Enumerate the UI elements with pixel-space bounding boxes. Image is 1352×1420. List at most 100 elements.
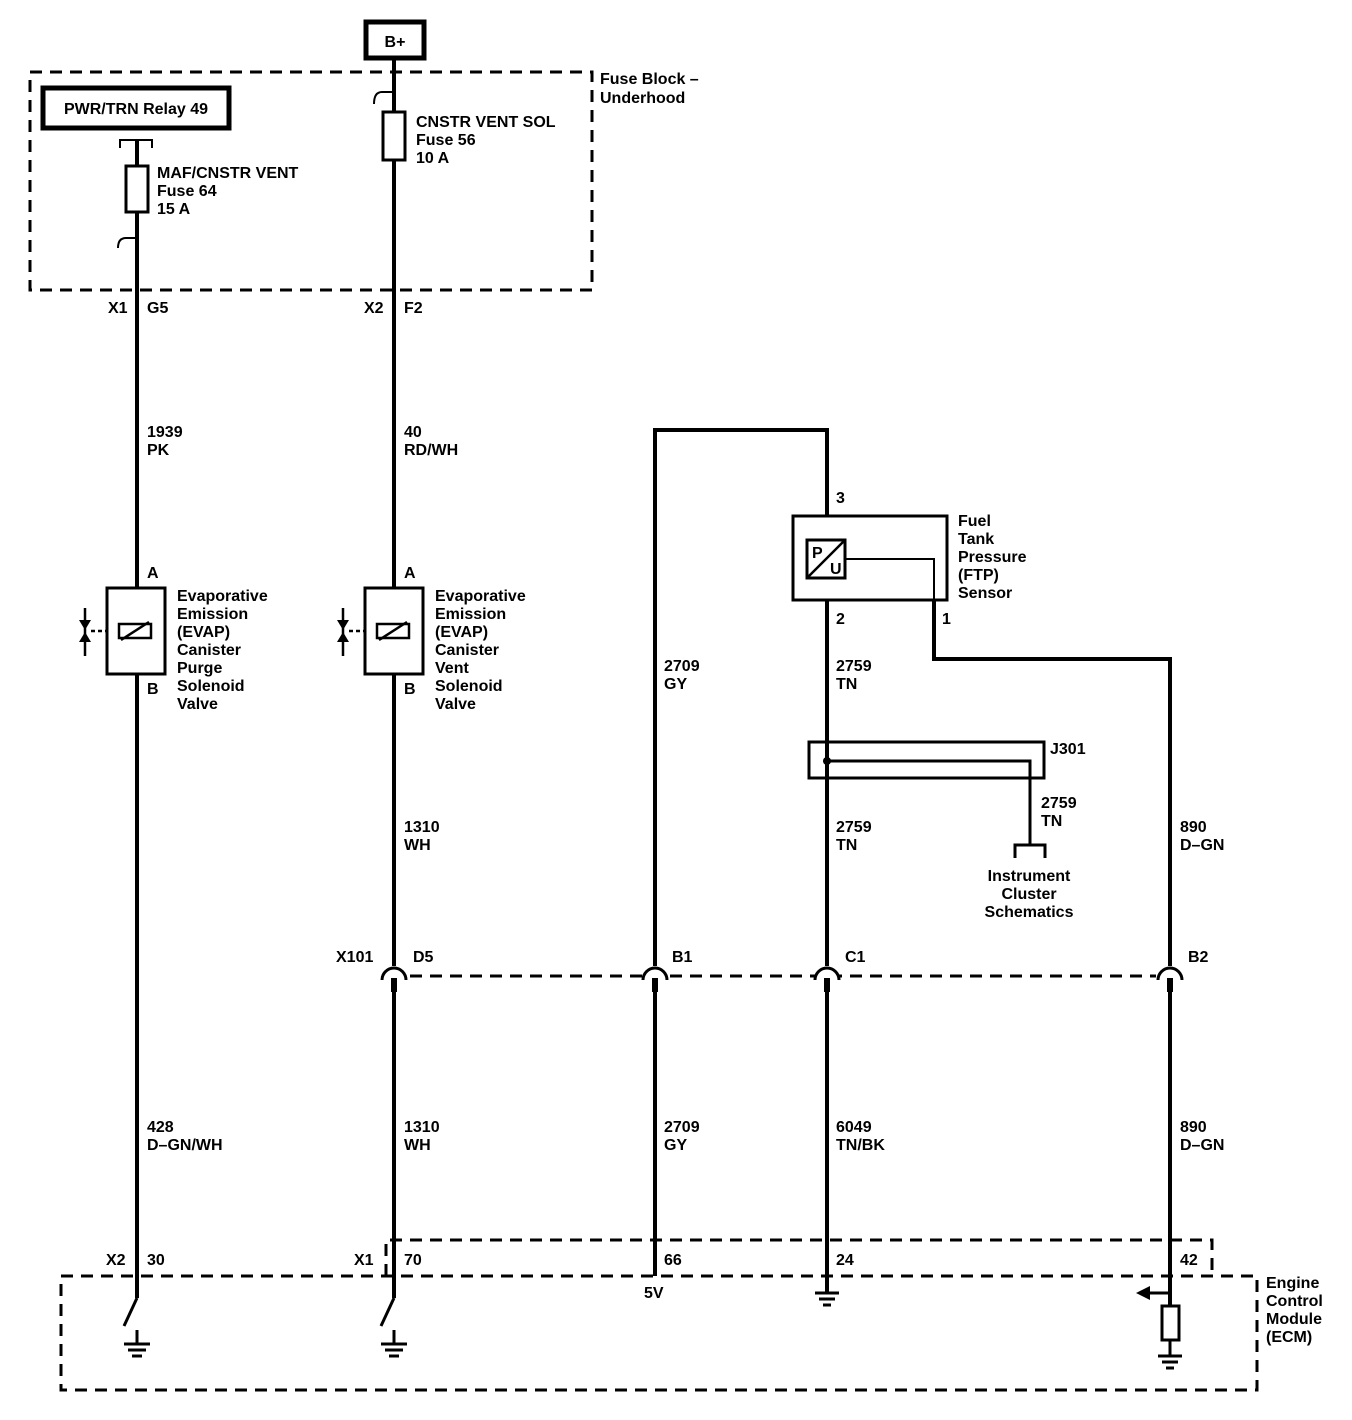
x101-d5-terminal-icon [380,966,408,981]
wire-890-upper-color: D–GN [1180,837,1224,854]
purge-valve-label-2: Emission [177,606,248,623]
wire-6049-color: TN/BK [836,1137,885,1154]
fuse-block-connector-x2: X2 [364,300,384,317]
ecm-pin-42: 42 [1180,1252,1198,1269]
vent-valve-pin-b: B [404,681,416,698]
vent-valve-label-4: Canister [435,642,499,659]
signal-arrow-icon [1136,1286,1150,1300]
wire-40-color: RD/WH [404,442,458,459]
purge-valve-label-3: (EVAP) [177,624,230,641]
wire-1310-upper-color: WH [404,837,431,854]
wire-2709-lower-color: GY [664,1137,687,1154]
fuse-block-label-line2: Underhood [600,90,685,107]
x101-pin-c1: C1 [845,949,866,966]
ecm-label-1: Engine [1266,1275,1319,1292]
fuse-56-symbol [381,110,407,162]
vent-valve-arrow-up-icon [337,632,349,642]
x101-pin-d5: D5 [413,949,434,966]
wire-1939-color: PK [147,442,170,459]
vent-valve-label-6: Solenoid [435,678,503,695]
relay-label: PWR/TRN Relay 49 [64,101,208,118]
ecm-pin-30: 30 [147,1252,165,1269]
fuse-block-connector-x1: X1 [108,300,128,317]
ftp-pin-2: 2 [836,611,845,628]
x101-label: X101 [336,949,373,966]
wire-2709-upper-circuit: 2709 [664,658,700,675]
purge-valve-pin-b: B [147,681,159,698]
fuse-64-rating: 15 A [157,201,191,218]
wire-2759-sensor-color: TN [836,676,857,693]
vent-valve-label-3: (EVAP) [435,624,488,641]
x101-c1-terminal-icon [813,966,841,981]
wire-2709-upper-color: GY [664,676,687,693]
vent-valve-label-2: Emission [435,606,506,623]
fuse-56-rating: 10 A [416,150,450,167]
ftp-label-5: Sensor [958,585,1012,602]
fuse-block-pin-f2: F2 [404,300,423,317]
ecm-connector-x2: X2 [106,1252,126,1269]
purge-valve-label-4: Canister [177,642,241,659]
wire-890-lower-color: D–GN [1180,1137,1224,1154]
wire-2759-splice-color: TN [836,837,857,854]
ftp-u-symbol: U [830,561,842,578]
fuse-64-symbol [124,164,150,214]
fuse-64-lower-terminal [117,237,137,249]
wire-40-circuit: 40 [404,424,422,441]
splice-j301-box [807,740,1046,780]
ecm-pin-66: 66 [664,1252,682,1269]
wire-1310-lower-color: WH [404,1137,431,1154]
ecm-connector-x1: X1 [354,1252,374,1269]
ecm-pull-resistor [1160,1304,1181,1342]
ecm-5v-reference: 5V [644,1285,664,1302]
splice-j301-label: J301 [1050,741,1086,758]
instrument-cluster-label-2: Cluster [1001,886,1056,903]
ecm-x1-connector-outline [384,1238,1214,1276]
vent-valve-label-7: Valve [435,696,476,713]
purge-valve-arrow-up-icon [79,632,91,642]
wire-890-upper-circuit: 890 [1180,819,1207,836]
wire-2759-splice-circuit: 2759 [836,819,872,836]
wire-2709-lower-circuit: 2709 [664,1119,700,1136]
x101-b1-terminal-icon [641,966,669,981]
vent-valve-pin-a: A [404,565,416,582]
purge-circuit: MAF/CNSTR VENT Fuse 64 15 A X1 G5 1939 P… [79,139,299,1358]
wire-428-color: D–GN/WH [147,1137,223,1154]
relay-box [40,85,232,131]
fuse-block-outline [28,70,594,292]
x101-pin-b1: B1 [672,949,693,966]
ecm-pin-24: 24 [836,1252,854,1269]
instrument-cluster-label-3: Schematics [985,904,1074,921]
ftp-label-3: Pressure [958,549,1027,566]
ecm-outline [59,1274,1259,1392]
ftp-pin-3: 3 [836,490,845,507]
wire-428-circuit: 428 [147,1119,174,1136]
fuse-64-name: MAF/CNSTR VENT [157,165,299,182]
wire-2759-cluster-color: TN [1041,813,1062,830]
purge-valve-pin-a: A [147,565,159,582]
ftp-label-4: (FTP) [958,567,999,584]
ecm-label-4: (ECM) [1266,1329,1312,1346]
wire-6049-circuit: 6049 [836,1119,872,1136]
instrument-cluster-connector [1013,843,1047,858]
instrument-cluster-label-1: Instrument [988,868,1071,885]
battery-positive-label: B+ [385,34,406,51]
fuse-block-label-line1: Fuse Block – [600,71,699,88]
wire-2759-sensor-circuit: 2759 [836,658,872,675]
fuse-block-pin-g5: G5 [147,300,168,317]
vent-valve-label-1: Evaporative [435,588,526,605]
ftp-sensor-circuit: 2709 GY 2709 GY 66 5V P U 3 2 1 Fuel Tan… [644,428,1224,1370]
purge-valve-label-7: Valve [177,696,218,713]
fuse-56-number: Fuse 56 [416,132,476,149]
ftp-label-2: Tank [958,531,994,548]
purge-valve-label-5: Purge [177,660,222,677]
purge-valve-arrow-down-icon [79,620,91,630]
ecm-label-2: Control [1266,1293,1323,1310]
purge-valve-label-6: Solenoid [177,678,245,695]
wire-2759-cluster-circuit: 2759 [1041,795,1077,812]
ftp-label-1: Fuel [958,513,991,530]
fuse-64-number: Fuse 64 [157,183,217,200]
fuse-56-name: CNSTR VENT SOL [416,114,556,131]
wire-890-lower-circuit: 890 [1180,1119,1207,1136]
ecm-label-3: Module [1266,1311,1322,1328]
